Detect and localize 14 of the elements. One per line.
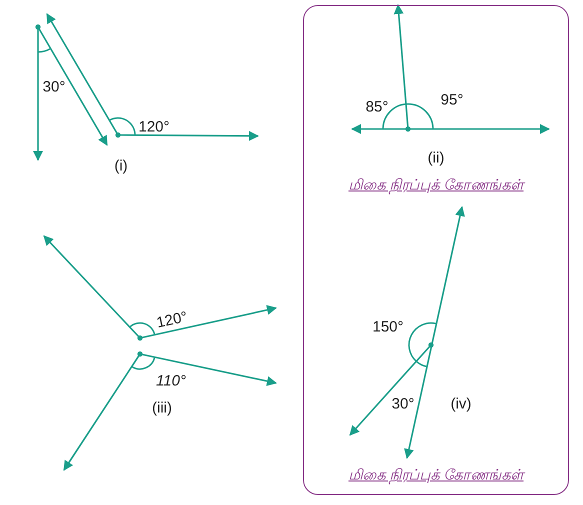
- caption: மிகை நிரப்புக் கோணங்கள்: [348, 178, 524, 194]
- angle-label: 110°: [156, 372, 186, 390]
- angle-label: 30°: [392, 396, 414, 412]
- angle-label: 95°: [440, 92, 464, 108]
- figure-number: (i): [114, 158, 128, 174]
- figure-number: (ii): [428, 150, 444, 166]
- angle-label: 120°: [138, 118, 170, 136]
- angle-label: 85°: [366, 98, 388, 116]
- angle-label: 150°: [372, 318, 404, 336]
- caption: மிகை நிரப்புக் கோணங்கள்: [348, 468, 524, 484]
- angle-label: 120°: [155, 308, 189, 332]
- angle-label: 30°: [42, 78, 66, 96]
- figure-number: (iii): [152, 400, 172, 416]
- figure-number: (iv): [450, 396, 472, 412]
